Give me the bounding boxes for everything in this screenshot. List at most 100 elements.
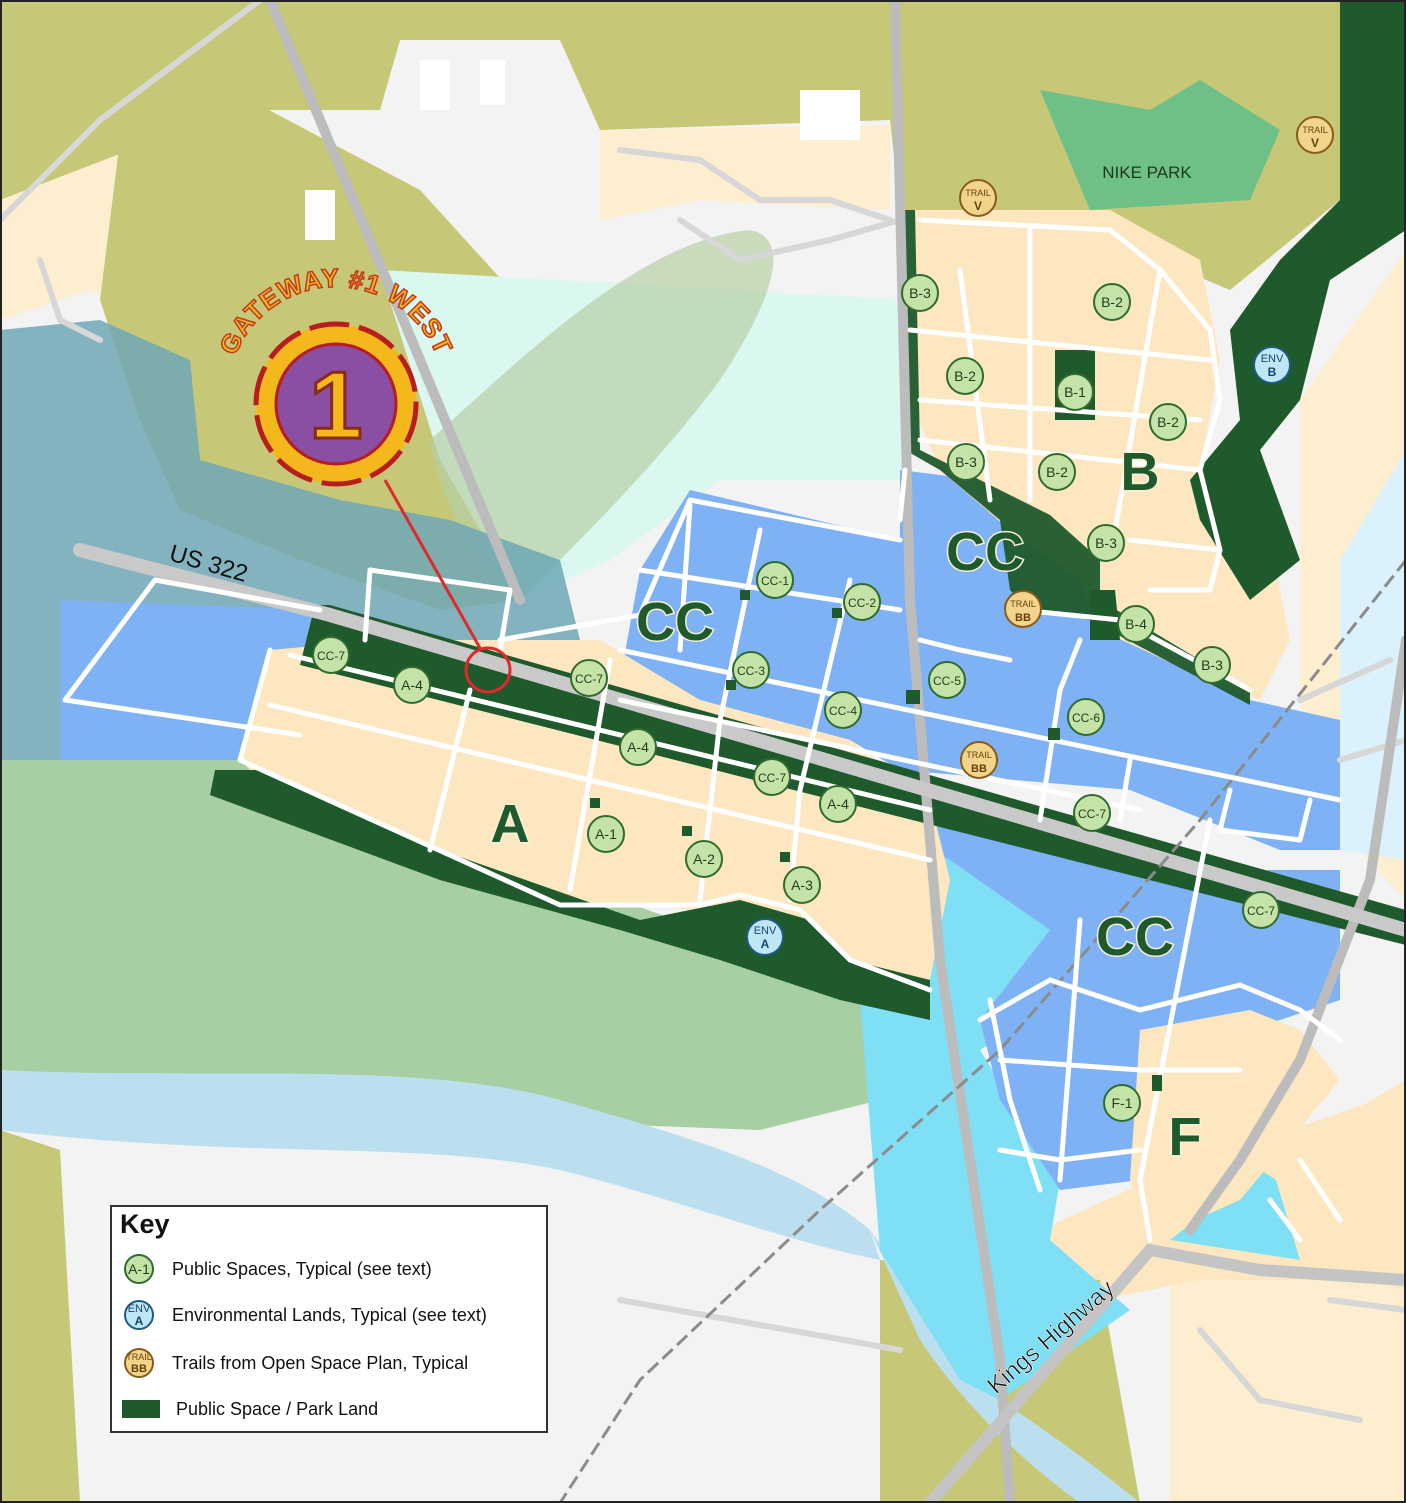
marker-cc7-a: CC-7 xyxy=(312,636,350,674)
major-roads xyxy=(265,0,1406,1503)
trail-marker-bb-1: TRAIL BB xyxy=(1004,590,1042,628)
marker-cc7-b: CC-7 xyxy=(570,659,608,697)
marker-b2-b: B-2 xyxy=(946,357,984,395)
district-label-a: A xyxy=(491,794,530,854)
marker-b4: B-4 xyxy=(1117,605,1155,643)
district-label-cc-north: CC xyxy=(946,522,1024,582)
svg-text:B-2: B-2 xyxy=(1046,464,1068,480)
svg-text:TRAIL: TRAIL xyxy=(965,188,991,198)
svg-text:CC-3: CC-3 xyxy=(737,664,765,678)
trail-markers: TRAIL V TRAIL V TRAIL BB TRAIL BB xyxy=(959,116,1334,779)
marker-b3-d: B-3 xyxy=(1193,646,1231,684)
key-trail-label: Trails from Open Space Plan, Typical xyxy=(172,1352,469,1373)
svg-text:B: B xyxy=(1268,365,1277,379)
svg-text:F-1: F-1 xyxy=(1112,1095,1133,1111)
svg-text:CC-7: CC-7 xyxy=(758,771,786,785)
district-b-area xyxy=(910,210,1290,700)
svg-text:V: V xyxy=(974,199,982,213)
gateway-callout-line xyxy=(383,479,482,649)
svg-text:ENV: ENV xyxy=(754,925,777,937)
district-label-b: B xyxy=(1121,442,1160,502)
svg-text:A-4: A-4 xyxy=(627,739,649,755)
marker-cc5: CC-5 xyxy=(928,661,966,699)
public-space-markers: B-3 B-2 B-2 B-1 B-2 B-3 B-2 B-3 B-4 B-3 … xyxy=(312,274,1280,1122)
marker-a4-b: A-4 xyxy=(619,728,657,766)
trail-marker-v-2: TRAIL V xyxy=(1296,116,1334,154)
district-cc-south-area xyxy=(860,810,1340,1190)
marker-a3: A-3 xyxy=(783,866,821,904)
marker-a4-c: A-4 xyxy=(819,785,857,823)
plaza-ticks xyxy=(590,590,1162,1091)
us-322-road xyxy=(73,543,1406,937)
rail-line xyxy=(558,559,1406,1503)
kings-highway-road xyxy=(924,1243,1406,1503)
key-park-swatch xyxy=(122,1400,160,1418)
key-env-label: Environmental Lands, Typical (see text) xyxy=(172,1304,487,1325)
white-parcels xyxy=(305,60,860,240)
svg-text:CC-4: CC-4 xyxy=(829,704,857,718)
svg-text:TRAIL: TRAIL xyxy=(1010,599,1036,609)
trail-marker-v-1: TRAIL V xyxy=(959,179,997,217)
park-env-b xyxy=(1190,0,1406,600)
open-space-southwest xyxy=(0,1130,80,1503)
svg-text:CC-7: CC-7 xyxy=(1078,807,1106,821)
map-key: Key A-1 Public Spaces, Typical (see text… xyxy=(110,1205,548,1433)
svg-text:CC-7: CC-7 xyxy=(317,649,345,663)
nike-park-label: NIKE PARK xyxy=(1102,163,1192,182)
marker-cc2: CC-2 xyxy=(843,583,881,621)
key-park-label: Public Space / Park Land xyxy=(176,1398,379,1419)
park-south-belt xyxy=(210,770,930,1020)
svg-text:A-4: A-4 xyxy=(827,796,849,812)
residential-north xyxy=(600,125,890,220)
svg-text:B-3: B-3 xyxy=(1201,657,1223,673)
marker-a1: A-1 xyxy=(587,815,625,853)
gateway-location-circle xyxy=(464,646,512,694)
svg-text:CC-5: CC-5 xyxy=(933,674,961,688)
key-row-public-spaces: A-1 Public Spaces, Typical (see text) xyxy=(124,1251,432,1287)
svg-text:A-1: A-1 xyxy=(595,826,617,842)
svg-text:CC-7: CC-7 xyxy=(575,672,603,686)
env-marker-b: ENV B xyxy=(1253,346,1291,384)
park-b4-square xyxy=(1090,590,1120,640)
svg-text:B-2: B-2 xyxy=(954,368,976,384)
svg-text:CC-7: CC-7 xyxy=(1247,904,1275,918)
svg-text:BB: BB xyxy=(1015,612,1031,624)
svg-text:A-3: A-3 xyxy=(791,877,813,893)
district-f-east xyxy=(1270,1080,1406,1290)
park-b-edge xyxy=(905,210,1250,705)
svg-text:B-3: B-3 xyxy=(955,454,977,470)
key-row-park-land: Public Space / Park Land xyxy=(122,1391,379,1427)
svg-text:B-1: B-1 xyxy=(1064,384,1086,400)
svg-text:V: V xyxy=(1311,136,1319,150)
district-label-cc-south: CC xyxy=(1096,907,1174,967)
open-space-north xyxy=(0,0,1406,290)
svg-text:B-3: B-3 xyxy=(1095,535,1117,551)
svg-text:B-4: B-4 xyxy=(1125,616,1147,632)
key-public-badge: A-1 xyxy=(124,1254,154,1284)
marker-b1: B-1 xyxy=(1056,373,1094,411)
marker-b2-a: B-2 xyxy=(1093,283,1131,321)
svg-text:B-2: B-2 xyxy=(1157,414,1179,430)
river xyxy=(0,1070,880,1260)
district-a-area xyxy=(240,640,950,980)
svg-text:B-3: B-3 xyxy=(909,285,931,301)
env-marker-a: ENV A xyxy=(746,918,784,956)
svg-text:B-2: B-2 xyxy=(1101,294,1123,310)
cyan-zone-southeast xyxy=(1170,1170,1310,1260)
svg-text:CC-6: CC-6 xyxy=(1072,711,1100,725)
marker-cc1: CC-1 xyxy=(756,561,794,599)
nike-park-area xyxy=(1040,80,1280,210)
gateway-wash xyxy=(430,230,774,600)
district-label-f: F xyxy=(1169,1107,1202,1167)
marker-b3-b: B-3 xyxy=(947,443,985,481)
marker-b2-d: B-2 xyxy=(1038,453,1076,491)
marker-cc7-c: CC-7 xyxy=(753,758,791,796)
marker-cc6: CC-6 xyxy=(1067,698,1105,736)
svg-text:BB: BB xyxy=(971,763,987,775)
marker-cc4: CC-4 xyxy=(824,691,862,729)
svg-text:TRAIL: TRAIL xyxy=(966,750,992,760)
